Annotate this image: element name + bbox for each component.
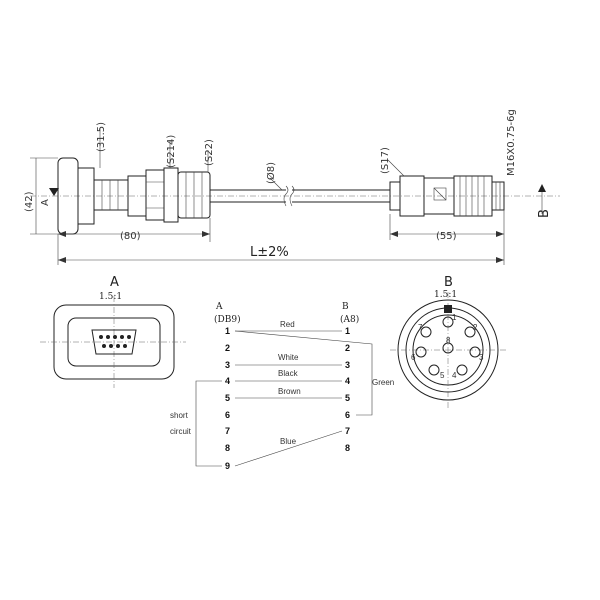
db9-shell (91, 329, 137, 355)
view-b-marker: B (537, 209, 552, 218)
right-pin-4: 4 (345, 376, 350, 386)
view-b-scale: 1.5:1 (434, 290, 457, 300)
right-pin-7: 7 (345, 426, 350, 436)
wire-blue (234, 430, 343, 467)
view-a-scale: 1.5:1 (99, 292, 122, 302)
arrow-b-icon (538, 184, 546, 192)
wiring-right-sub: (A8) (340, 314, 359, 325)
wire-green (234, 330, 373, 416)
short-circuit-label-2: circuit (170, 427, 192, 436)
right-pin-6: 6 (345, 410, 350, 420)
view-a-marker: A (40, 199, 51, 206)
body-marking (433, 187, 447, 201)
gland-nut (163, 167, 179, 223)
a8-pin-4: 4 (452, 371, 457, 380)
right-pin-1: 1 (345, 326, 350, 336)
left-pin-1: 1 (225, 326, 230, 336)
left-pin-9: 9 (225, 461, 230, 471)
left-pin-7: 7 (225, 426, 230, 436)
dim-55: (55) (436, 231, 457, 242)
hex-nut (145, 169, 165, 221)
left-pin-8: 8 (225, 443, 230, 453)
view-a: A 1.5:1 (40, 275, 186, 388)
right-pin-5: 5 (345, 393, 350, 403)
dim-s22: (S22) (204, 139, 215, 166)
dim-s17: (S17) (380, 147, 391, 174)
dim-8: (Ø8) (265, 162, 277, 184)
left-pin-2: 2 (225, 343, 230, 353)
left-pin-6: 6 (225, 410, 230, 420)
wiring-right-header: B (342, 302, 349, 312)
right-pin-3: 3 (345, 360, 350, 370)
arrow-a-icon (49, 188, 59, 196)
left-pin-3: 3 (225, 360, 230, 370)
wire-label-green: Green (372, 378, 394, 387)
wire-short-circuit (195, 380, 222, 467)
wire-label-white: White (278, 353, 299, 362)
left-pin-5: 5 (225, 393, 230, 403)
a8-pin-6: 6 (411, 353, 416, 362)
a8-pin-1: 1 (452, 313, 457, 322)
right-pin-8: 8 (345, 443, 350, 453)
a8-pin-7: 7 (418, 323, 423, 332)
wire-label-red: Red (280, 320, 295, 329)
thread-end (491, 181, 505, 211)
short-circuit-label-1: short (170, 411, 189, 420)
wiring-left-sub: (DB9) (214, 314, 241, 325)
a8-pin-3: 3 (479, 353, 484, 362)
a8-pin-2: 2 (473, 323, 478, 332)
a8-pin-8: 8 (446, 336, 451, 345)
wire-label-brown: Brown (278, 387, 301, 396)
thread-spec: M16X0.75-6g (506, 109, 517, 176)
cable-assembly: (31.5) (S214) (S22) (Ø8) (S17) (42) A (8… (24, 109, 560, 265)
view-b: B 1.5:1 1 2 3 4 5 6 7 8 (390, 275, 506, 410)
wiring-left-header: A (215, 302, 223, 312)
a8-pin-5: 5 (440, 371, 445, 380)
wire-label-blue: Blue (280, 437, 297, 446)
right-pin-2: 2 (345, 343, 350, 353)
dim-31-5: (31.5) (96, 122, 107, 152)
grooved-body (93, 179, 129, 211)
a8-pins (415, 316, 481, 376)
wiring-diagram: A (DB9) B (A8) 1 2 3 4 5 6 7 8 9 1 2 3 4… (170, 302, 394, 471)
view-a-title: A (110, 275, 119, 290)
wire-label-black: Black (278, 369, 299, 378)
left-pin-4: 4 (225, 376, 230, 386)
db9-pins (99, 335, 131, 348)
a8-key (444, 305, 452, 313)
dim-42: (42) (24, 191, 35, 212)
length-label: L±2% (250, 245, 289, 260)
dim-80: (80) (120, 231, 141, 242)
dim-s214: (S214) (166, 135, 177, 168)
view-b-title: B (444, 275, 453, 290)
